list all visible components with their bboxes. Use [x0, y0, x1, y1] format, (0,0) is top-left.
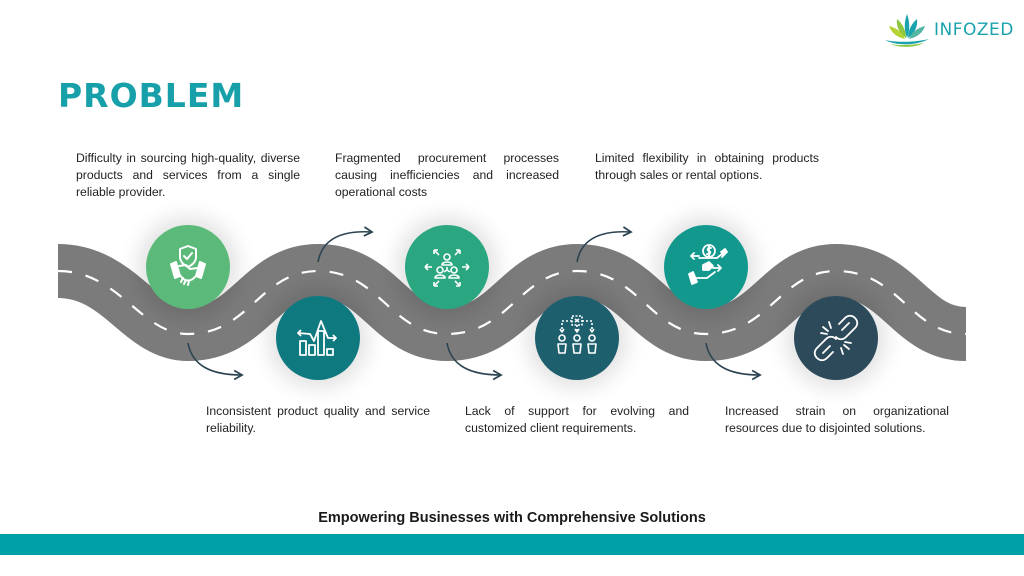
connector-arrow-down-1 [187, 342, 244, 381]
broken-chain-icon [813, 314, 859, 362]
problem-description-1: Difficulty in sourcing high-quality, div… [76, 151, 300, 199]
problem-step-4 [535, 296, 619, 380]
scattered-people-arrows-icon [424, 249, 470, 287]
handshake-shield-icon [170, 245, 206, 286]
bar-chart-fluctuation-icon [297, 320, 337, 356]
hierarchy-people-icon [557, 315, 597, 354]
brand-logo: INFOZED [882, 12, 1014, 48]
lotus-logo-icon [885, 14, 929, 47]
connector-arrow-down-3 [705, 342, 762, 381]
problem-step-3 [405, 225, 489, 309]
problem-description-5: Limited flexibility in obtaining product… [595, 151, 819, 182]
problem-step-1 [146, 225, 230, 309]
problem-step-5 [664, 225, 748, 309]
connector-arrow-up-2 [576, 226, 633, 263]
road-lane-markings [57, 269, 967, 336]
hands-exchange-coin-icon [688, 244, 728, 285]
problem-description-2: Inconsistent product quality and service… [206, 404, 430, 435]
problem-description-3: Fragmented procurement processes causing… [335, 151, 559, 199]
problem-step-2 [276, 296, 360, 380]
problem-step-6 [794, 296, 878, 380]
connector-arrow-up-1 [317, 226, 374, 263]
footer-bar [0, 534, 1024, 555]
problem-description-6: Increased strain on organizational resou… [725, 404, 949, 435]
problem-description-4: Lack of support for evolving and customi… [465, 404, 689, 435]
page-title: PROBLEM [58, 76, 245, 115]
brand-name: INFOZED [934, 20, 1014, 40]
tagline: Empowering Businesses with Comprehensive… [318, 510, 706, 526]
connector-arrow-down-2 [446, 342, 503, 381]
